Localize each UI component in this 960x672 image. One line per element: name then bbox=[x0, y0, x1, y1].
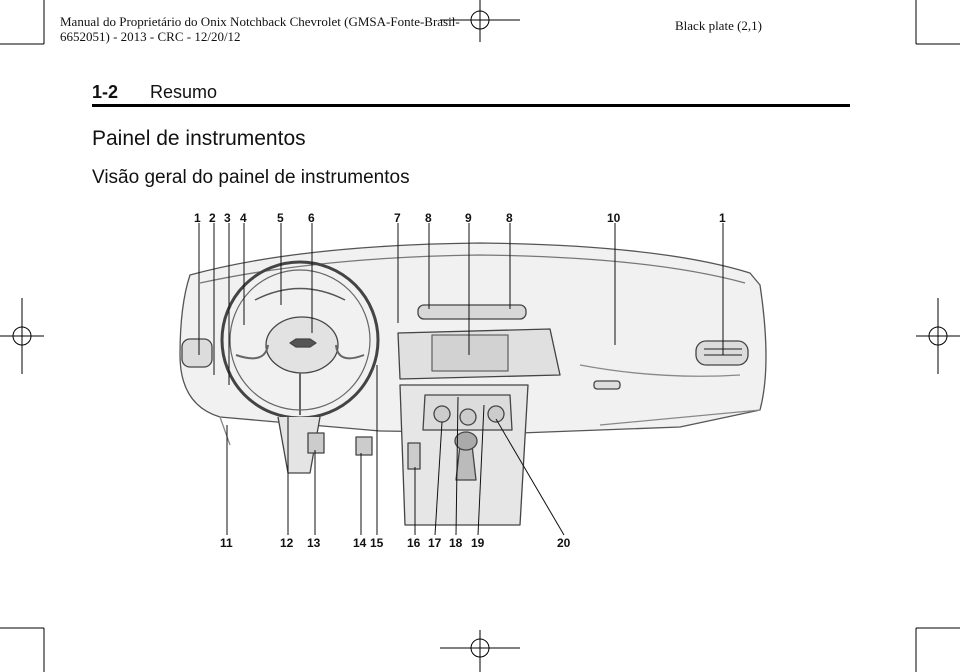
page-subheading: Visão geral do painel de instrumentos bbox=[92, 167, 410, 188]
callout-label: 8 bbox=[425, 211, 432, 225]
page-heading: Painel de instrumentos bbox=[92, 127, 306, 150]
callout-label: 15 bbox=[370, 536, 384, 550]
manual-title: Manual do Proprietário do Onix Notchback… bbox=[60, 14, 460, 29]
callout-label: 7 bbox=[394, 211, 401, 225]
callout-label: 5 bbox=[277, 211, 284, 225]
callout-label: 19 bbox=[471, 536, 485, 550]
callout-label: 1 bbox=[719, 211, 726, 225]
callout-label: 14 bbox=[353, 536, 367, 550]
callout-label: 10 bbox=[607, 211, 621, 225]
callout-label: 11 bbox=[220, 536, 233, 550]
callout-label: 8 bbox=[506, 211, 513, 225]
callout-label: 2 bbox=[209, 211, 216, 225]
callout-label: 12 bbox=[280, 536, 294, 550]
plate-label: Black plate (2,1) bbox=[675, 18, 762, 33]
section-header: 1-2 Resumo bbox=[92, 82, 850, 107]
document-header: Manual do Proprietário do Onix Notchback… bbox=[60, 14, 460, 44]
callout-label: 20 bbox=[557, 536, 571, 550]
section-title: Resumo bbox=[150, 82, 218, 102]
page-number: 1-2 bbox=[92, 82, 119, 102]
dashboard-illustration bbox=[179, 223, 767, 536]
callout-label: 16 bbox=[407, 536, 421, 550]
manual-code: 6652051) - 2013 - CRC - 12/20/12 bbox=[60, 29, 241, 44]
callout-label: 3 bbox=[224, 211, 231, 225]
callout-label: 18 bbox=[449, 536, 463, 550]
callout-label: 6 bbox=[308, 211, 315, 225]
callout-label: 13 bbox=[307, 536, 321, 550]
callout-label: 9 bbox=[465, 211, 472, 225]
callout-label: 4 bbox=[240, 211, 247, 225]
callout-label: 17 bbox=[428, 536, 442, 550]
callout-label: 1 bbox=[194, 211, 201, 225]
